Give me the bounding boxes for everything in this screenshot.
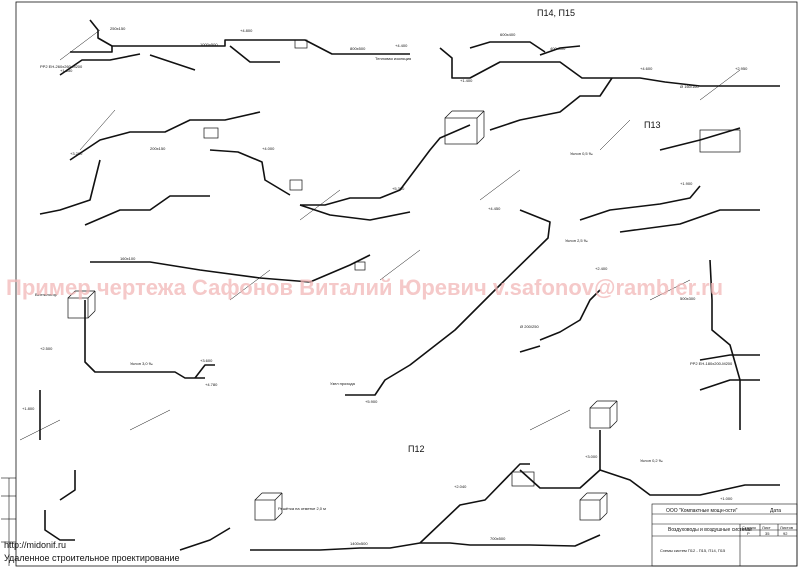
elevation-label: +4.000 [262,146,275,151]
duct-size-label: 600x400 [500,32,516,37]
title-stage-label: Стадия [742,525,756,530]
duct-size-label: Ø 160/160 [680,84,699,89]
elevation-label: +3.000 [585,454,598,459]
elevation-label: +5.300 [392,186,405,191]
title-sheet-value: 35 [765,531,770,536]
duct-size-label: Ø 200/250 [520,324,539,329]
duct-size-label: 200x150 [150,146,166,151]
insulation-annotation: Тепловая изоляция [375,56,411,61]
elevation-label: +5.900 [365,399,378,404]
elevation-label: +1.650 [60,68,73,73]
elevation-label: +2.400 [595,266,608,271]
footer-url[interactable]: http://midonif.ru [4,540,67,550]
footer-caption: Удаленное строительное проектирование [4,553,180,563]
zone-label-p14-p15: П14, П15 [537,8,575,18]
grille-annotation: РР2 ЕН-260x260-М200 [40,64,83,69]
duct-size-label: 400x300 [550,46,566,51]
elevation-label: +2.950 [735,66,748,71]
fan-box-bottom-left [254,492,283,521]
title-drawing-name: Воздуховоды и воздушные системы [668,527,752,533]
drawing-frame [15,1,798,567]
title-company: ООО "Компактные мощн-ости" [666,508,738,514]
title-block [651,503,798,567]
zone-label-p13: П13 [644,120,660,130]
title-sheets-label: Листов [780,525,793,530]
elevation-label: +4.450 [488,206,501,211]
watermark-text: Пример чертежа Сафонов Виталий Юревич v.… [6,275,723,300]
title-stage-value: Р [747,531,750,536]
elevation-label: +3.200 [70,151,83,156]
duct-size-label: 250x150 [110,26,126,31]
elevation-label: +1.800 [22,406,35,411]
duct-size-label: 1400x500 [350,541,368,546]
leader-lines [19,29,741,441]
elevation-label: +3.600 [200,358,213,363]
grille-position-annotation: Решётка на отметке 2,0 м [278,506,326,511]
elevation-label: +2.040 [454,484,467,489]
fan-box-left [67,290,96,319]
duct-size-label: 160x100 [120,256,136,261]
annotation-labels: +4.800 +4.400 +1.650 +1.400 +4.600 +2.95… [22,26,748,546]
duct-size-label: 1000x500 [200,42,218,47]
slope-annotation: Уклон 2,5 ‰ [565,238,588,243]
slope-annotation: Уклон 0,5 ‰ [570,151,593,156]
elevation-label: +4.800 [240,28,253,33]
elevation-label: +4.600 [640,66,653,71]
equipment [67,39,741,521]
title-date-label: Дата [770,508,781,514]
duct-size-label: 800x500 [350,46,366,51]
elevation-label: +1.000 [720,496,733,501]
slope-annotation: Уклон 0,2 ‰ [640,458,663,463]
title-sheets-value: 92 [783,531,788,536]
title-note: Схемы систем П12 - П15, П14, П15 [660,548,726,553]
heater-box [511,471,535,487]
fan-box-center [589,400,618,429]
elevation-label: +4.780 [205,382,218,387]
elevation-label: +1.400 [460,78,473,83]
zone-label-p12: П12 [408,444,424,454]
node-annotation: Узел прохода [330,381,356,386]
fan-annotation: Вентилятор [35,292,58,297]
duct-size-label: 500x300 [680,296,696,301]
fan-box-bottom-right [579,492,608,521]
slope-annotation: Уклон 3,0 ‰ [130,361,153,366]
duct-network [39,19,780,551]
title-sheet-label: Лист [762,525,771,530]
elevation-label: +1.900 [680,181,693,186]
duct-size-label: 700x500 [490,536,506,541]
elevation-label: +2.500 [40,346,53,351]
grille-annotation: РР2 ЕН-180x200-М200 [690,361,733,366]
heat-unit-box [444,110,485,145]
elevation-label: +4.400 [395,43,408,48]
